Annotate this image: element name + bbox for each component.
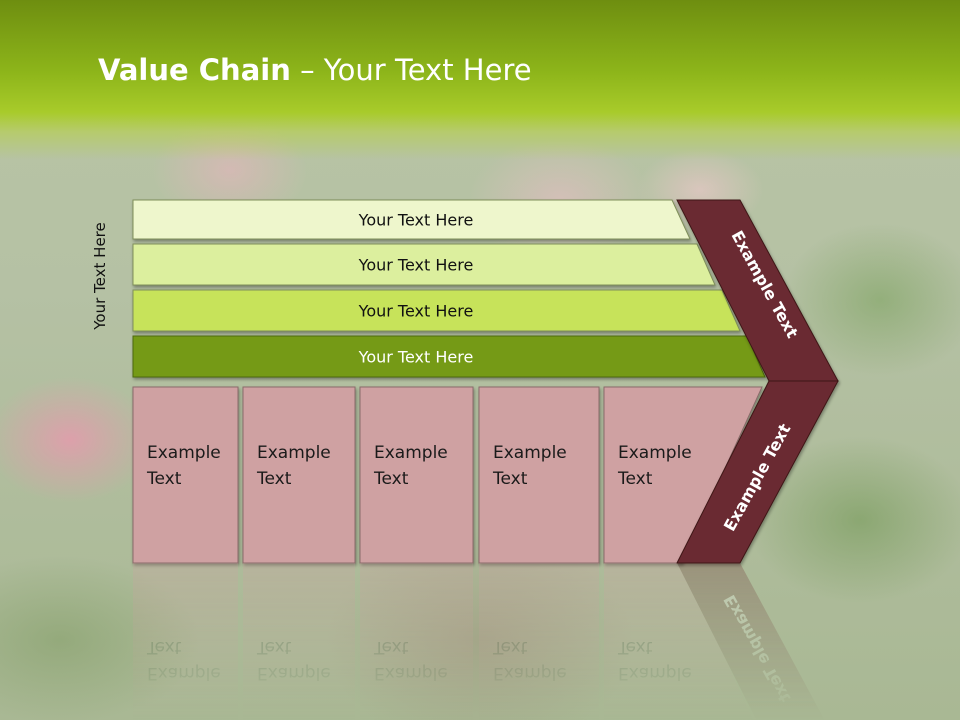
slide-title[interactable]: Value Chain – Your Text Here [98,53,532,87]
box-3[interactable] [359,386,474,564]
reflection-box-3 [360,563,473,720]
box-4[interactable] [478,386,600,564]
bar-4-label: Your Text Here [358,348,474,367]
bar-3[interactable] [132,289,741,332]
box-5-line2: Text [617,469,653,489]
reflection-box-5-line1: Example [618,663,692,683]
reflection-box-4 [479,563,599,720]
box-3-line1: Example [374,443,448,463]
bar-3-label: Your Text Here [358,302,474,321]
reflection-box-2-line1: Example [257,663,331,683]
reflection-box-2-line2: Text [256,637,292,657]
reflection-box-4-line2: Text [492,637,528,657]
box-1-line1: Example [147,443,221,463]
header-band [0,0,960,160]
reflection-box-4-line1: Example [493,663,567,683]
bar-1-label: Your Text Here [358,211,474,230]
bar-1[interactable] [132,199,691,240]
box-4-line1: Example [493,443,567,463]
reflection-box-1-line1: Example [147,663,221,683]
reflection-chevron [677,563,825,720]
box-2-line1: Example [257,443,331,463]
box-2[interactable] [242,386,356,564]
box-3-line2: Text [373,469,409,489]
reflection-box-3-line1: Example [374,663,448,683]
bar-4[interactable] [132,335,766,378]
reflection-box-2 [243,563,355,720]
box-1-line2: Text [146,469,182,489]
box-5-line1: Example [618,443,692,463]
reflection-box-1 [133,563,238,720]
bar-2[interactable] [132,243,716,286]
reflection-box-5-line2: Text [617,637,653,657]
reflection-box-1-line2: Text [146,637,182,657]
title-bold: Value Chain [98,53,291,87]
bar-2-label: Your Text Here [358,256,474,275]
reflection-box-3-line2: Text [373,637,409,657]
reflection-box-5 [604,563,754,720]
box-2-line2: Text [256,469,292,489]
title-rest: – Your Text Here [290,53,532,87]
box-4-line2: Text [492,469,528,489]
